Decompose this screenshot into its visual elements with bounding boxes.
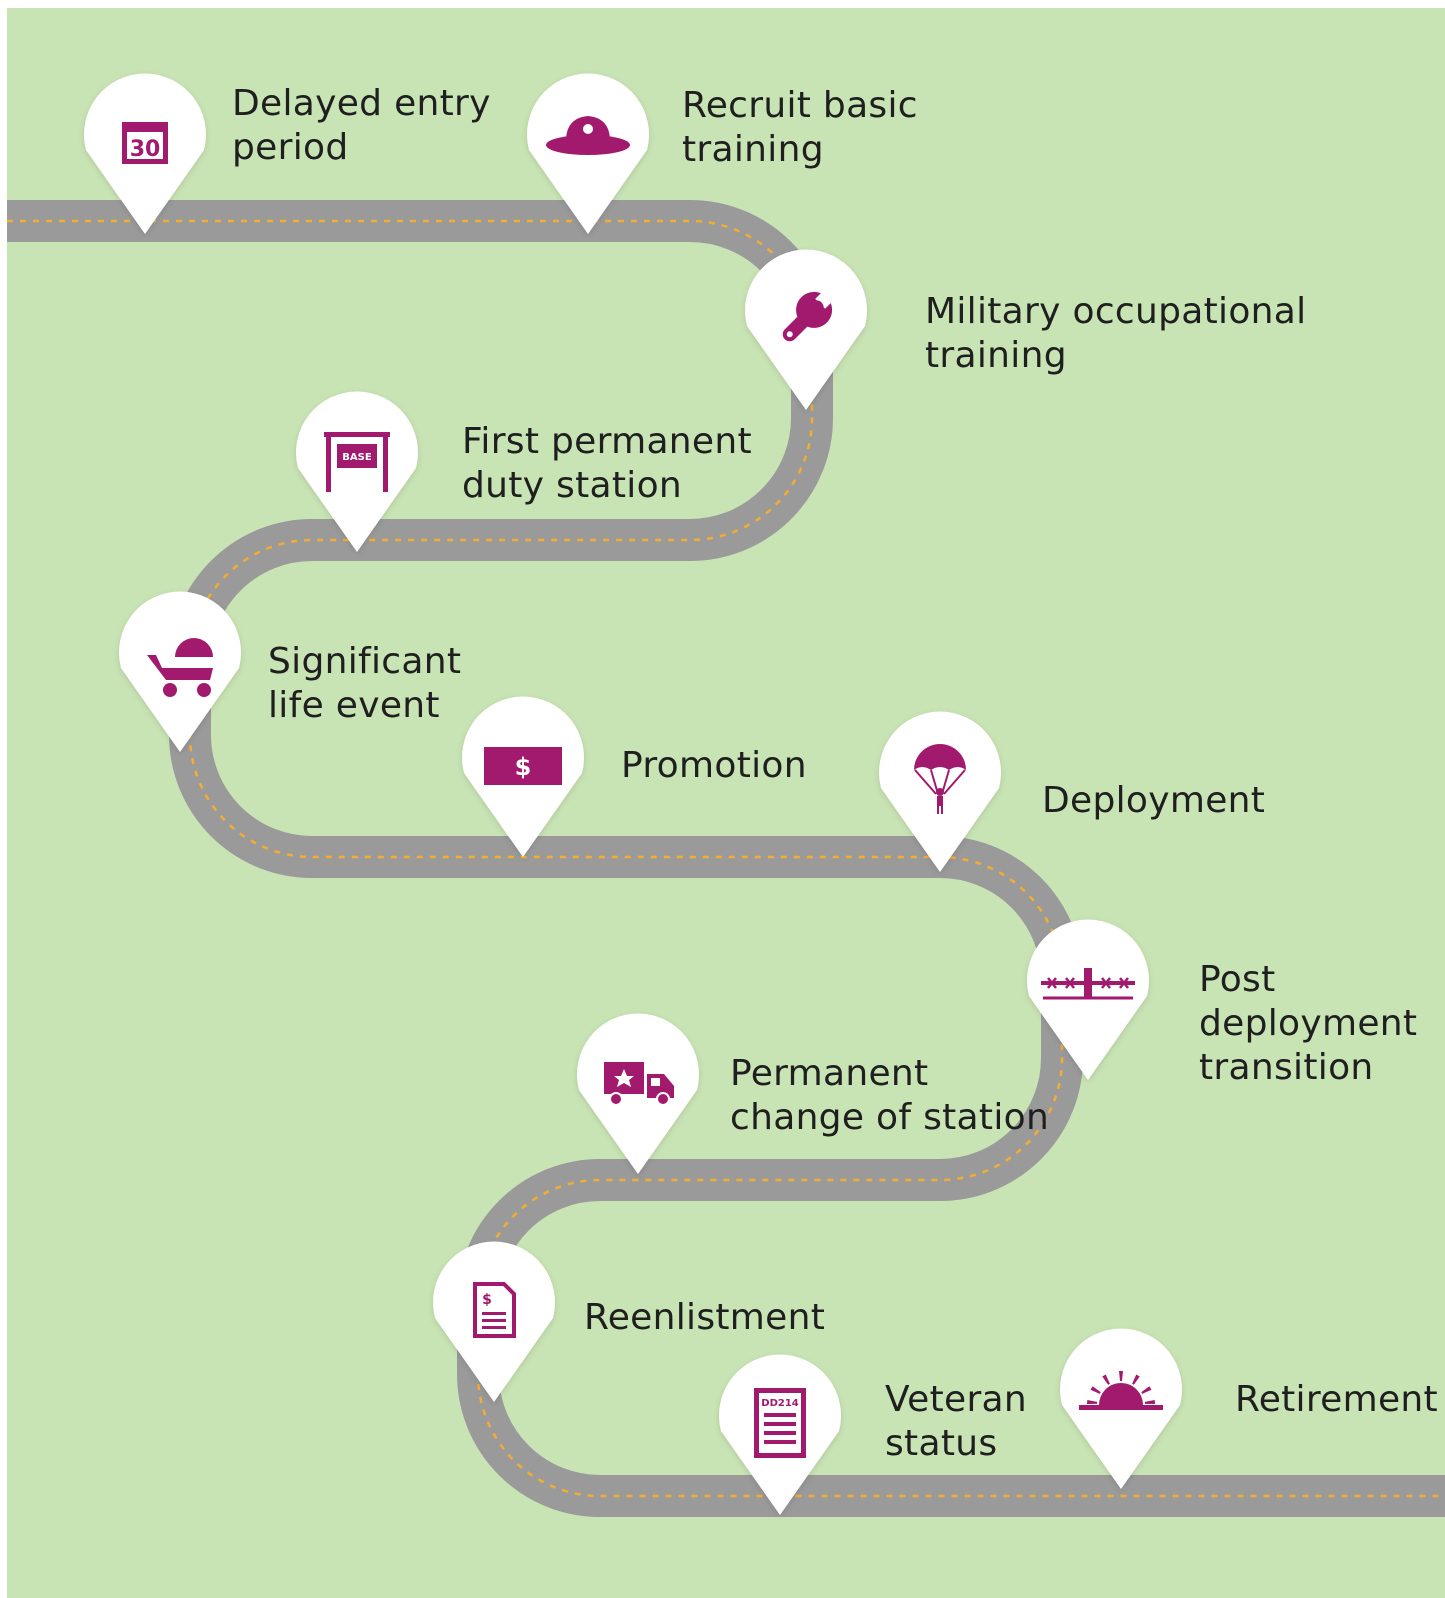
campaign-hat-icon [546, 116, 630, 155]
sunset-icon [1079, 1371, 1163, 1410]
label-deployment: Deployment [1042, 780, 1266, 821]
pin-shape [296, 391, 418, 552]
marker-veteran-status[interactable]: DD214 [719, 1354, 841, 1515]
pin-shape [1027, 919, 1149, 1080]
marker-first-duty-station[interactable]: BASE [296, 391, 418, 552]
label-first-duty-station: First permanent duty station [462, 421, 752, 506]
baby-stroller-icon [147, 638, 213, 697]
label-recruit-basic: Recruit basic training [682, 85, 918, 170]
wrench-icon [782, 291, 833, 342]
contract-icon: $ [473, 1282, 516, 1338]
base-sign-text: BASE [342, 452, 372, 463]
contract-icon-text: $ [482, 1292, 492, 1308]
marker-post-deployment[interactable] [1027, 919, 1149, 1080]
marker-delayed-entry[interactable]: 30 [83, 73, 207, 235]
marker-pcs[interactable] [577, 1013, 699, 1174]
dollar-bill-icon: $ [484, 747, 562, 785]
marker-retirement[interactable] [1060, 1328, 1182, 1489]
marker-significant-life-event[interactable] [118, 591, 242, 752]
dd214-text: DD214 [761, 1398, 799, 1409]
calendar-icon-text: 30 [130, 137, 161, 162]
label-delayed-entry: Delayed entry period [232, 83, 491, 168]
marker-recruit-basic[interactable] [527, 73, 649, 235]
marker-deployment[interactable] [879, 711, 1001, 872]
label-significant-life-event: Significant life event [268, 641, 462, 726]
milestone-markers: 30 [83, 73, 1182, 1515]
calendar-icon: 30 [122, 122, 168, 164]
dd214-form-icon: DD214 [754, 1388, 806, 1458]
label-post-deployment: Post deployment transition [1199, 959, 1418, 1088]
dollar-bill-text: $ [515, 753, 532, 781]
parachute-icon [914, 744, 966, 814]
label-military-occupational: Military occupational training [925, 291, 1307, 376]
marker-military-occupational[interactable] [745, 249, 867, 411]
label-reenlistment: Reenlistment [584, 1297, 826, 1338]
airplane-icon [1041, 968, 1135, 1000]
label-pcs: Permanent change of station [730, 1053, 1050, 1138]
moving-truck-icon [604, 1062, 674, 1106]
label-promotion: Promotion [621, 745, 807, 786]
marker-reenlistment[interactable]: $ [433, 1241, 555, 1402]
pin-shape [745, 249, 867, 411]
marker-promotion[interactable]: $ [462, 696, 584, 857]
label-veteran-status: Veteran status [885, 1379, 1028, 1464]
label-retirement: Retirement [1235, 1379, 1438, 1420]
base-sign-icon: BASE [324, 432, 390, 492]
background [7, 8, 1445, 1598]
